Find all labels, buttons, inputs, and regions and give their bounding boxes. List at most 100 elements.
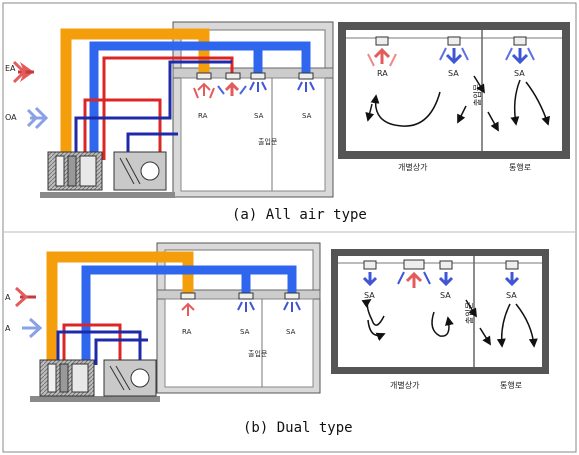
oa-arrow-b: A <box>5 317 43 339</box>
flow-arrow <box>465 299 477 318</box>
navy-pipe <box>56 330 142 365</box>
navy-pipe-2 <box>126 132 178 160</box>
diffuser-icon <box>375 36 389 46</box>
oa-label: OA <box>5 113 17 122</box>
diffuser-icon <box>225 72 241 80</box>
ea-label: EA <box>5 64 16 73</box>
sa-arrow-icon <box>362 272 378 287</box>
section-sa-label: SA <box>254 112 264 120</box>
floor-base <box>40 192 175 198</box>
sa-arrow-icon <box>283 301 301 312</box>
floor-base <box>30 396 160 402</box>
supply-duct-blue <box>81 265 297 365</box>
panel-a: EA OA <box>5 21 570 223</box>
plan-sa-label: SA <box>506 291 517 300</box>
flow-arrow <box>457 105 467 124</box>
sa-arrow-icon <box>438 272 454 287</box>
ra-arrow-icon <box>405 271 423 288</box>
return-duct-orange <box>60 28 210 160</box>
flow-arrow <box>525 81 550 126</box>
ducts-b <box>46 251 297 365</box>
ra-arrow-icon <box>373 47 391 64</box>
fan-icon <box>130 368 150 388</box>
ra-arrow-icon <box>224 81 240 96</box>
red-pipe <box>102 56 234 160</box>
circulation-arrow <box>370 91 441 127</box>
plan-door-label: 출입문 <box>472 84 482 106</box>
diffusers-section-b: RA SA SA 출입문 <box>180 292 301 358</box>
plan-view-a: RA SA SA 출입문 개별상가 통행로 <box>338 22 570 172</box>
caption-b: (b) Dual type <box>243 420 353 436</box>
fan-icon <box>140 161 160 181</box>
diffuser-icon <box>505 260 519 270</box>
circulation-arrow <box>361 298 385 326</box>
plan-corridor-label: 통행로 <box>509 162 531 172</box>
plan-sa-label: SA <box>514 69 525 78</box>
sa-arrow-icon <box>504 272 520 287</box>
ra-arrow-icon <box>181 302 195 316</box>
flow-arrow <box>487 111 499 132</box>
plan-ra-label: RA <box>377 69 388 78</box>
plan-sa-label: SA <box>440 291 451 300</box>
supply-duct-blue <box>89 41 311 160</box>
shop-room-section <box>180 77 326 192</box>
red-pipe-loop <box>62 323 122 365</box>
plan-corridor-label: 통행로 <box>500 380 522 390</box>
flow-arrow <box>365 103 375 122</box>
diffuser-icon <box>196 72 212 80</box>
navy-pipe-1 <box>74 60 232 160</box>
diffuser-icon <box>439 260 453 270</box>
diffuser-icon <box>250 72 266 80</box>
oa-arrow-a: OA <box>5 106 49 130</box>
diffusers-section-a: RA SA SA 출입문 <box>193 72 315 146</box>
shop-room-section <box>164 298 314 388</box>
red-pipe-loop <box>83 98 162 160</box>
navy-pipe-2 <box>94 338 148 365</box>
ahu-a <box>47 151 167 191</box>
panel-b: A A RA SA SA 출입문 <box>5 242 549 436</box>
section-sa-label: SA <box>240 328 250 336</box>
plan-sa-label: SA <box>448 69 459 78</box>
section-sa-label: SA <box>286 328 296 336</box>
section-door-label: 출입문 <box>248 349 268 358</box>
plan-interior <box>338 256 542 367</box>
ea-arrow-b: A <box>5 286 36 308</box>
ducts-a <box>60 28 311 160</box>
section-sa-label: SA <box>302 112 312 120</box>
sa-arrow-icon <box>237 301 255 312</box>
diffuser-icon <box>180 292 196 300</box>
section-door-label: 출입문 <box>258 137 278 146</box>
flow-arrow <box>515 303 538 348</box>
sa-arrow-icon <box>297 81 315 92</box>
diffuser-icon <box>513 36 527 46</box>
sa-arrow-icon <box>249 81 267 92</box>
sa-arrow-icon <box>445 48 463 65</box>
diffuser-icon <box>284 292 300 300</box>
sa-arrow-icon <box>511 48 529 65</box>
plan-shop-label: 개별상가 <box>390 380 420 390</box>
section-ra-label: RA <box>198 112 208 120</box>
flow-arrow <box>479 327 491 346</box>
caption-a: (a) All air type <box>232 207 367 223</box>
section-ra-label: RA <box>182 328 192 336</box>
diffuser-icon <box>403 259 425 270</box>
oa-label: A <box>5 324 11 333</box>
diffuser-icon <box>363 260 377 270</box>
ea-label: A <box>5 293 11 302</box>
flow-arrow <box>473 75 485 94</box>
plan-sa-label: SA <box>364 291 375 300</box>
ea-arrow-a: EA <box>5 60 34 84</box>
flow-arrow <box>496 303 511 348</box>
diffuser-icon <box>447 36 461 46</box>
flow-arrow <box>510 79 521 126</box>
circulation-arrow <box>367 319 386 341</box>
ra-arrow-icon <box>197 82 211 96</box>
diffuser-icon <box>298 72 314 80</box>
return-duct-orange <box>46 251 194 365</box>
plan-shop-label: 개별상가 <box>398 162 428 172</box>
ahu-b <box>39 359 157 397</box>
plan-view-b: SA SA SA 출입문 개별상가 통행로 <box>331 249 549 390</box>
